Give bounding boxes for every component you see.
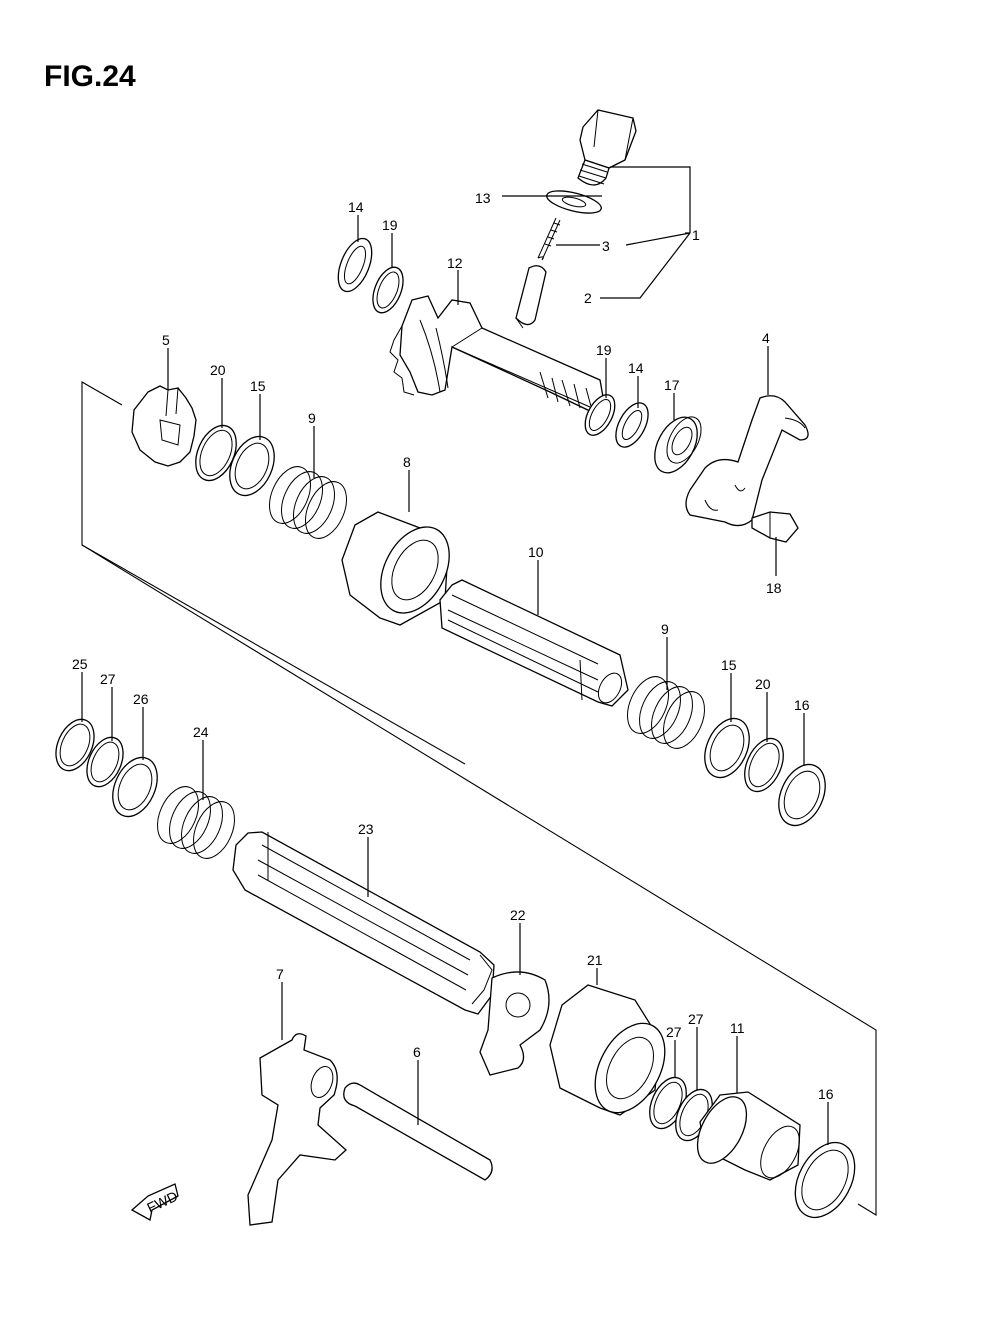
cam-gear-part-5 (131, 385, 197, 467)
washer-part-14-top (337, 237, 373, 293)
collar-part-8 (341, 511, 450, 626)
callout-19-right: 19 (596, 342, 612, 358)
callout-25: 25 (72, 656, 88, 672)
callout-9-upper: 9 (308, 410, 316, 426)
splined-shaft-part-10 (439, 579, 629, 707)
shift-fork-part-7 (247, 1033, 347, 1226)
callout-7: 7 (276, 966, 284, 982)
callout-27-right-b: 27 (688, 1011, 704, 1027)
spring-part-9-lower (627, 676, 705, 749)
circlip-part-27-left (86, 736, 124, 788)
fork-shaft-part-6 (343, 1082, 493, 1181)
callout-16-middle: 16 (794, 697, 810, 713)
callout-14-top: 14 (348, 199, 364, 215)
circlip-part-25 (55, 718, 95, 772)
callout-11: 11 (730, 1020, 745, 1036)
stopper-plate-part-22 (479, 971, 550, 1076)
splined-shaft-part-23 (232, 831, 495, 1015)
callout-4: 4 (762, 330, 770, 346)
pin-part-2 (515, 265, 547, 329)
callout-20-lower: 20 (755, 676, 771, 692)
fwd-arrow-icon: FWD (130, 1183, 180, 1222)
frame-lines (81, 381, 877, 1216)
callout-23: 23 (358, 821, 374, 837)
washer-part-13 (546, 190, 602, 214)
washer-part-16-bottom (794, 1141, 856, 1219)
shift-shaft-part-12 (389, 295, 606, 413)
bolt-part-1 (577, 109, 637, 186)
circlip-part-19-right (584, 394, 616, 436)
callout-9-lower: 9 (661, 621, 669, 637)
callout-3: 3 (602, 238, 610, 254)
callout-labels: 1 2 3 4 5 6 7 8 9 9 10 11 12 13 14 14 15… (72, 190, 834, 1102)
callout-18: 18 (766, 580, 782, 596)
callout-13: 13 (475, 190, 491, 206)
callout-8: 8 (403, 454, 411, 470)
spring-part-3 (537, 217, 561, 261)
fwd-label: FWD (144, 1188, 180, 1216)
washer-part-14-right (615, 402, 649, 448)
figure-title: FIG.24 (44, 60, 136, 93)
oil-seal-part-17 (654, 416, 702, 474)
washer-part-26 (112, 756, 158, 818)
washer-part-16-middle (778, 763, 826, 827)
washer-part-15-lower (704, 717, 750, 779)
leader-lines (81, 166, 829, 1145)
bolt-part-18 (751, 511, 799, 543)
callout-19-top: 19 (382, 217, 398, 233)
callout-27-right-a: 27 (666, 1024, 682, 1040)
callout-16-bottom: 16 (818, 1086, 834, 1102)
shift-arm-part-4 (685, 395, 809, 527)
callout-6: 6 (413, 1044, 421, 1060)
circlip-part-19-top (372, 266, 404, 314)
callout-26: 26 (133, 691, 149, 707)
collar-part-21 (549, 984, 666, 1116)
callout-21: 21 (587, 952, 603, 968)
bearing-part-11 (696, 1091, 801, 1181)
callout-1: 1 (692, 227, 700, 243)
callout-17: 17 (664, 377, 680, 393)
callout-22: 22 (510, 907, 526, 923)
callout-2: 2 (584, 290, 592, 306)
washer-part-15-upper (229, 435, 275, 497)
callout-24: 24 (193, 724, 209, 740)
callout-5: 5 (162, 332, 170, 348)
callout-27-left: 27 (100, 671, 116, 687)
callout-14-right: 14 (628, 360, 644, 376)
callout-12: 12 (447, 255, 463, 271)
callout-15-upper: 15 (250, 378, 266, 394)
spring-part-9-upper (269, 466, 347, 539)
spring-part-24 (157, 786, 235, 859)
callout-15-lower: 15 (721, 657, 737, 673)
circlip-part-20-lower (744, 737, 784, 793)
callout-20-upper: 20 (210, 362, 226, 378)
callout-10: 10 (528, 544, 544, 560)
